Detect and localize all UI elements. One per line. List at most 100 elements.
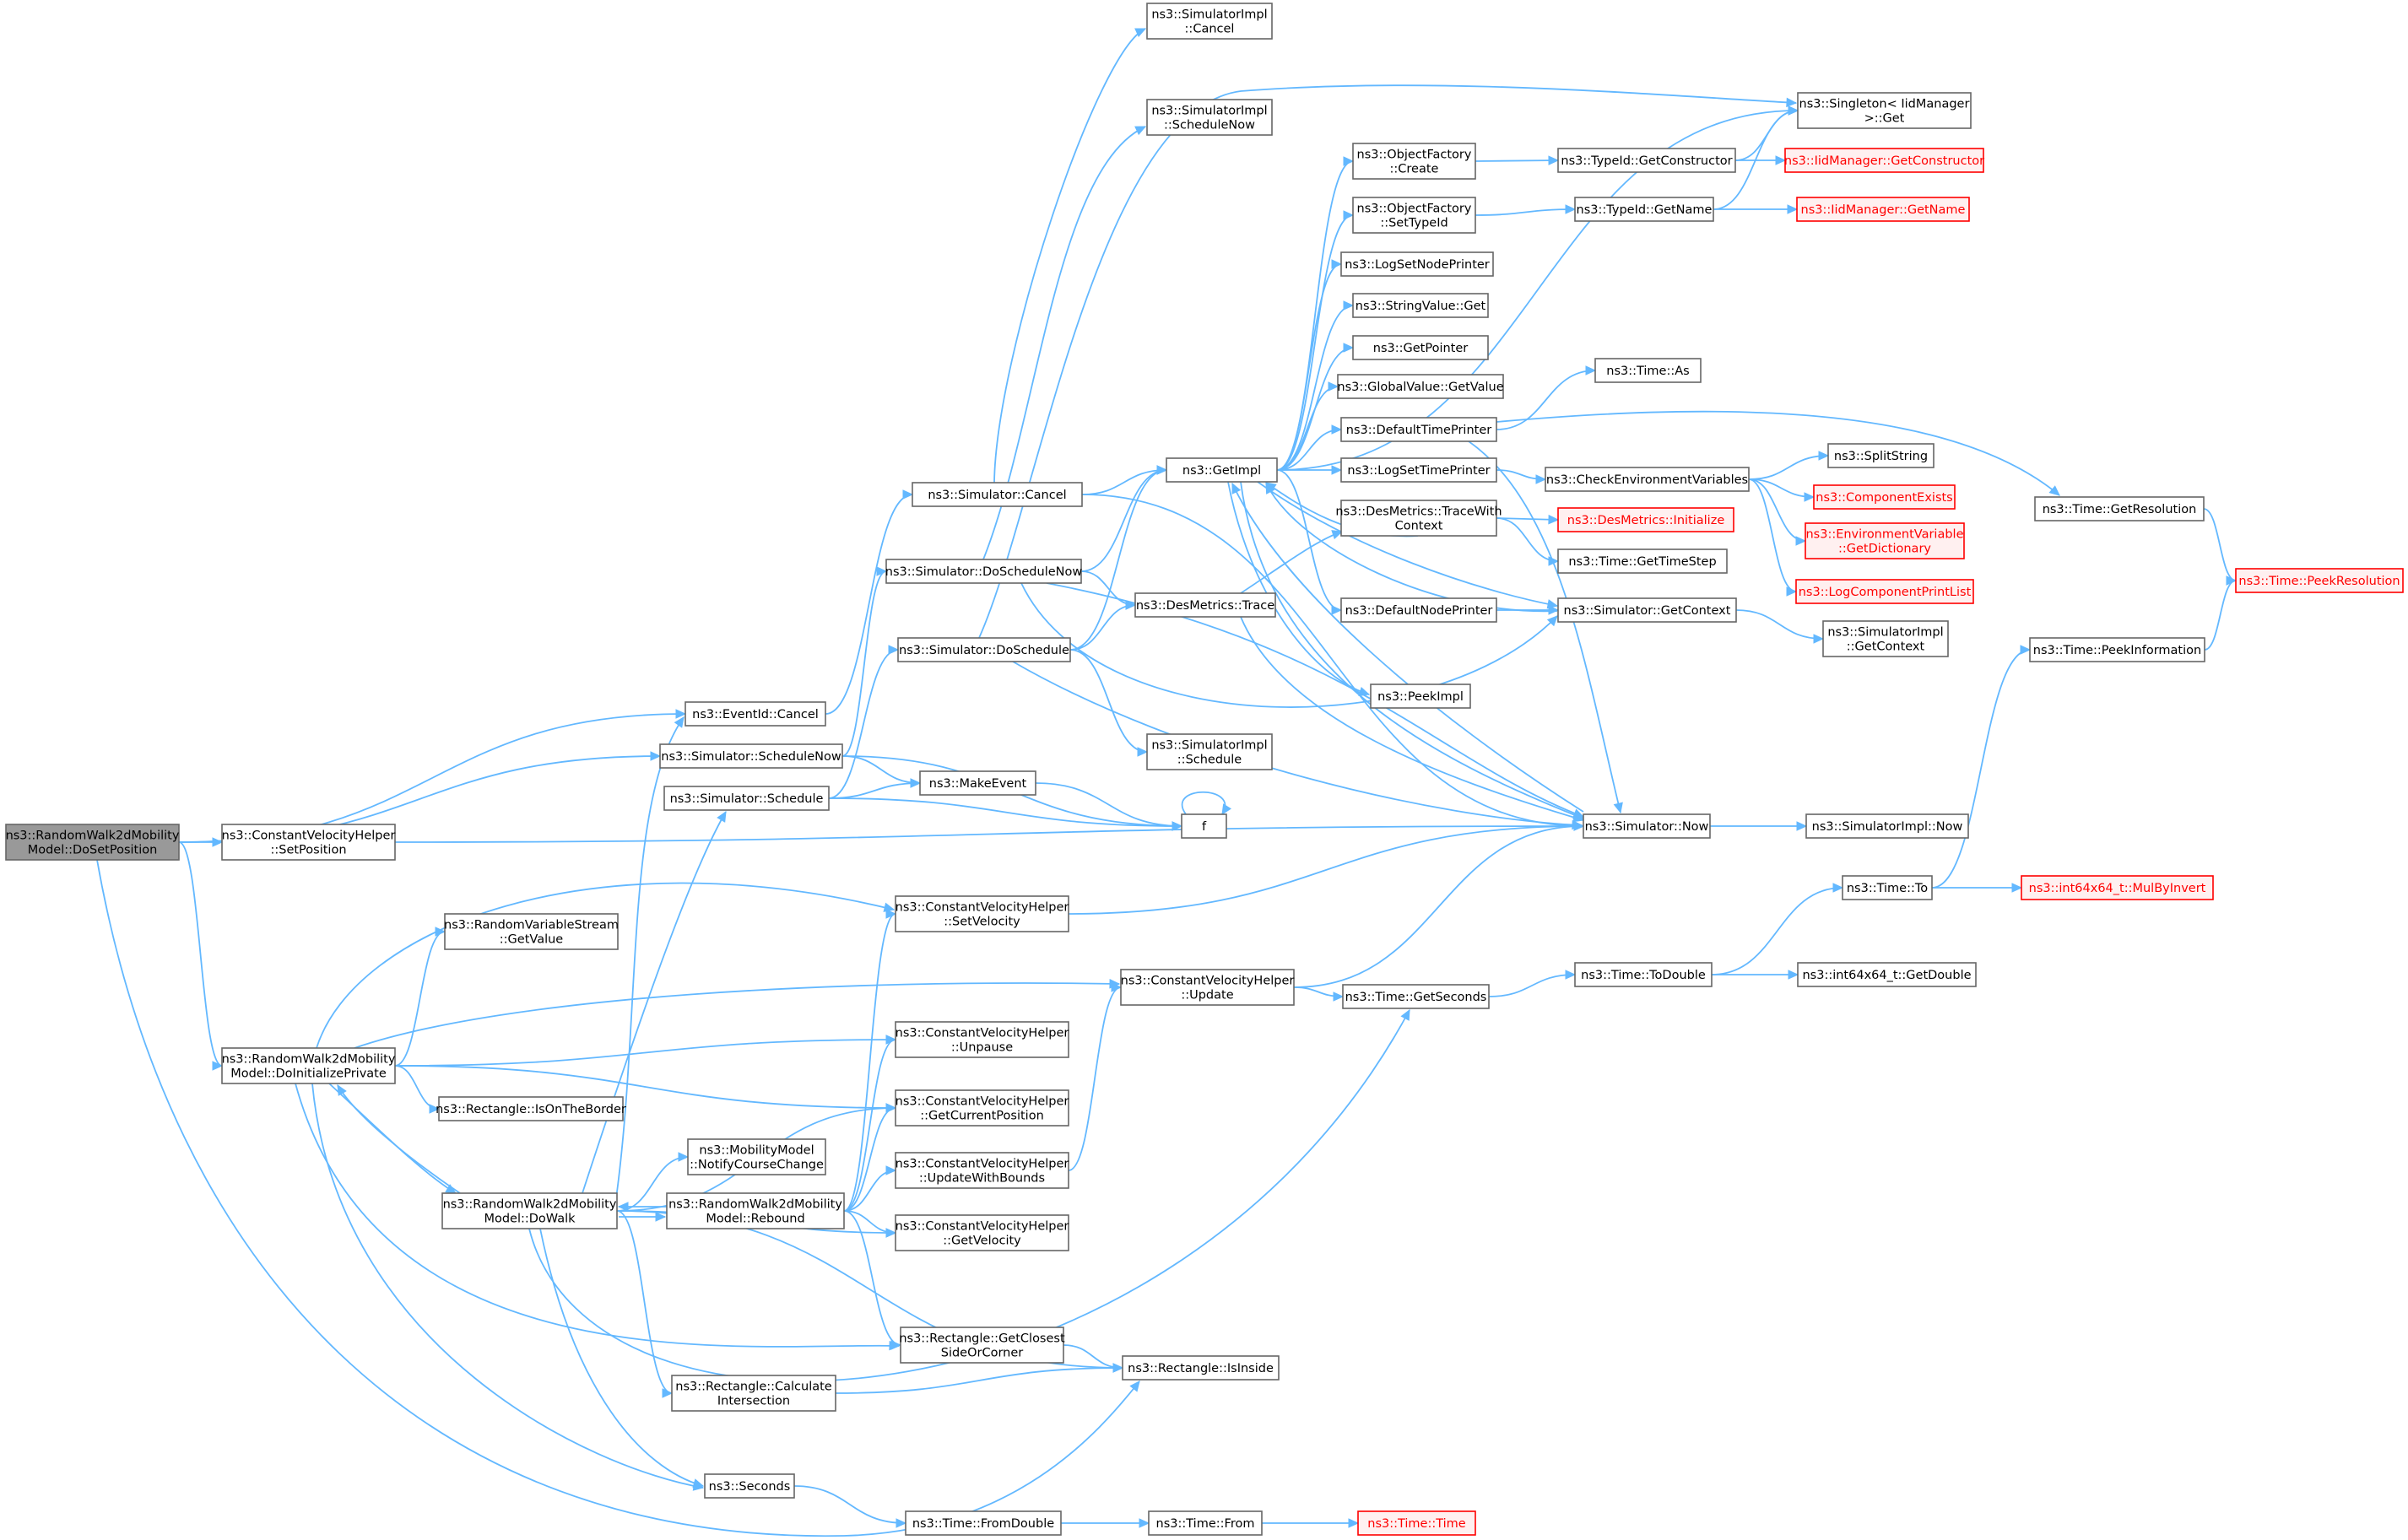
node-sim_doschedule[interactable]: ns3::Simulator::DoSchedule (897, 637, 1071, 662)
node-time_peekresolution[interactable]: ns3::Time::PeekResolution (2235, 568, 2404, 593)
node-time_getresolution[interactable]: ns3::Time::GetResolution (2034, 496, 2205, 521)
node-time_fromdouble[interactable]: ns3::Time::FromDouble (905, 1510, 1062, 1536)
node-peekimpl[interactable]: ns3::PeekImpl (1370, 684, 1471, 709)
node-logcomponentprintlist[interactable]: ns3::LogComponentPrintList (1795, 579, 1974, 604)
arrowhead-icon (1565, 970, 1577, 980)
node-objfactory_create[interactable]: ns3::ObjectFactory::Create (1352, 143, 1476, 180)
node-label: f (1202, 820, 1207, 834)
nodes-layer: ns3::RandomWalk2dMobilityModel::DoSetPos… (5, 3, 2404, 1536)
node-time_as[interactable]: ns3::Time::As (1594, 358, 1702, 383)
node-cvh_updatewithbounds[interactable]: ns3::ConstantVelocityHelper::UpdateWithB… (895, 1152, 1069, 1189)
node-splitstring[interactable]: ns3::SplitString (1827, 443, 1935, 468)
node-label: ns3::Simulator::DoSchedule (899, 644, 1069, 657)
node-stringvalue_get[interactable]: ns3::StringValue::Get (1352, 293, 1489, 318)
node-box (663, 786, 830, 811)
arrowhead-icon (1546, 615, 1558, 627)
node-sim_now[interactable]: ns3::Simulator::Now (1583, 813, 1711, 839)
node-rect_isontheborder[interactable]: ns3::Rectangle::IsOnTheBorder (436, 1096, 626, 1121)
node-componentexists[interactable]: ns3::ComponentExists (1813, 484, 1956, 510)
node-typeid_getname[interactable]: ns3::TypeId::GetName (1574, 197, 1714, 222)
node-box (1583, 813, 1711, 839)
node-typeid_getconstructor[interactable]: ns3::TypeId::GetConstructor (1557, 148, 1736, 173)
node-int64_getdouble[interactable]: ns3::int64x64_t::GetDouble (1797, 962, 1977, 987)
arrowhead-icon (2226, 575, 2238, 586)
node-logsettimeprinter[interactable]: ns3::LogSetTimePrinter (1340, 457, 1497, 483)
node-singleton_get[interactable]: ns3::Singleton< IidManager >::Get (1797, 92, 1972, 129)
node-sim_cancel[interactable]: ns3::Simulator::Cancel (912, 482, 1083, 507)
node-root[interactable]: ns3::RandomWalk2dMobilityModel::DoSetPos… (5, 824, 180, 861)
arrowhead-icon (678, 1152, 690, 1162)
node-box (221, 1047, 396, 1084)
node-simimpl_cancel[interactable]: ns3::SimulatorImpl::Cancel (1146, 3, 1273, 40)
node-f[interactable]: f (1181, 813, 1227, 839)
node-box (1813, 484, 1956, 510)
node-mm_notifycoursechange[interactable]: ns3::MobilityModel::NotifyCourseChange (687, 1138, 826, 1175)
node-rv_getvalue[interactable]: ns3::RandomVariableStream::GetValue (444, 913, 619, 950)
node-sim_doschedulenow[interactable]: ns3::Simulator::DoScheduleNow (885, 559, 1083, 584)
node-box (1557, 148, 1736, 173)
node-simimpl_now[interactable]: ns3::SimulatorImpl::Now (1805, 813, 1969, 839)
node-seconds[interactable]: ns3::Seconds (704, 1473, 795, 1499)
node-cvh_update[interactable]: ns3::ConstantVelocityHelper::Update (1120, 969, 1295, 1006)
node-rect_isinside[interactable]: ns3::Rectangle::IsInside (1122, 1355, 1280, 1381)
node-simimpl_getcontext[interactable]: ns3::SimulatorImpl::GetContext (1822, 620, 1949, 657)
arrowhead-icon (1796, 821, 1808, 831)
node-box (5, 824, 180, 861)
node-desmetrics_initialize[interactable]: ns3::DesMetrics::Initialize (1557, 507, 1734, 532)
node-label: ns3::SimulatorImpl (1151, 739, 1267, 753)
node-box (1805, 522, 1965, 559)
node-time_todouble[interactable]: ns3::Time::ToDouble (1574, 962, 1713, 987)
node-sim_schedulenow[interactable]: ns3::Simulator::ScheduleNow (659, 743, 843, 769)
node-int64_mulbyinvert[interactable]: ns3::int64x64_t::MulByInvert (2021, 875, 2214, 900)
node-iidmanager_getconstructor[interactable]: ns3::IidManager::GetConstructor (1784, 148, 1984, 173)
node-makeevent[interactable]: ns3::MakeEvent (919, 770, 1036, 796)
node-cvh_setvelocity[interactable]: ns3::ConstantVelocityHelper::SetVelocity (895, 895, 1069, 932)
node-rw_doinitializeprivate[interactable]: ns3::RandomWalk2dMobilityModel::DoInitia… (221, 1047, 396, 1084)
node-cvh_unpause[interactable]: ns3::ConstantVelocityHelper::Unpause (895, 1021, 1069, 1058)
node-simimpl_schedule[interactable]: ns3::SimulatorImpl::Schedule (1146, 733, 1273, 770)
node-time_to[interactable]: ns3::Time::To (1842, 875, 1933, 900)
node-time_from[interactable]: ns3::Time::From (1148, 1510, 1263, 1536)
node-time_time[interactable]: ns3::Time::Time (1357, 1510, 1476, 1536)
node-cvh_setpos[interactable]: ns3::ConstantVelocityHelper::SetPosition (221, 824, 396, 861)
edge-time_peekinformation-to-time_peekresolution (2204, 580, 2237, 651)
node-sim_getcontext[interactable]: ns3::Simulator::GetContext (1557, 597, 1737, 623)
edge-rw_dowalk-to-rect_calculateintersection (616, 1210, 673, 1394)
node-box (2029, 637, 2205, 662)
node-label: ns3::DesMetrics::Initialize (1567, 514, 1725, 527)
node-getpointer[interactable]: ns3::GetPointer (1352, 335, 1489, 360)
node-defaultnodeprinter[interactable]: ns3::DefaultNodePrinter (1340, 597, 1497, 623)
node-cvh_getcurrentposition[interactable]: ns3::ConstantVelocityHelper::GetCurrentP… (895, 1089, 1069, 1127)
node-iidmanager_getname[interactable]: ns3::IidManager::GetName (1796, 197, 1970, 222)
node-cvh_getvelocity[interactable]: ns3::ConstantVelocityHelper::GetVelocity (895, 1214, 1069, 1251)
node-defaulttimeprinter[interactable]: ns3::DefaultTimePrinter (1340, 417, 1497, 442)
edge-getimpl-to-stringvalue_get (1276, 305, 1354, 471)
node-getimpl[interactable]: ns3::GetImpl (1166, 457, 1278, 483)
node-logsetnodeprinter[interactable]: ns3::LogSetNodePrinter (1340, 251, 1494, 277)
node-simimpl_schedulenow[interactable]: ns3::SimulatorImpl::ScheduleNow (1146, 99, 1273, 136)
node-eventid_cancel[interactable]: ns3::EventId::Cancel (685, 701, 826, 727)
arrowhead-icon (429, 1104, 441, 1114)
node-label: ns3::LogSetNodePrinter (1345, 258, 1490, 272)
node-envvar_getdictionary[interactable]: ns3::EnvironmentVariable::GetDictionary (1805, 522, 1965, 559)
arrowhead-icon (1331, 530, 1344, 540)
arrowhead-icon (885, 1165, 897, 1175)
node-label: ns3::SimulatorImpl::Now (1812, 820, 1963, 834)
arrowhead-icon (662, 1388, 674, 1398)
node-sim_schedule[interactable]: ns3::Simulator::Schedule (663, 786, 830, 811)
node-time_peekinformation[interactable]: ns3::Time::PeekInformation (2029, 637, 2205, 662)
node-label: ::GetValue (500, 933, 564, 947)
node-checkenvvars[interactable]: ns3::CheckEnvironmentVariables (1545, 467, 1750, 492)
node-box (1574, 962, 1713, 987)
node-desmetrics_trace[interactable]: ns3::DesMetrics::Trace (1134, 592, 1276, 618)
node-time_getseconds[interactable]: ns3::Time::GetSeconds (1342, 984, 1490, 1009)
node-objfactory_settypeid[interactable]: ns3::ObjectFactory::SetTypeId (1352, 197, 1476, 234)
node-globalvalue_getvalue[interactable]: ns3::GlobalValue::GetValue (1337, 374, 1504, 399)
node-time_gettimestep[interactable]: ns3::Time::GetTimeStep (1557, 548, 1728, 574)
edge-sim_schedule-to-f (828, 797, 1182, 827)
